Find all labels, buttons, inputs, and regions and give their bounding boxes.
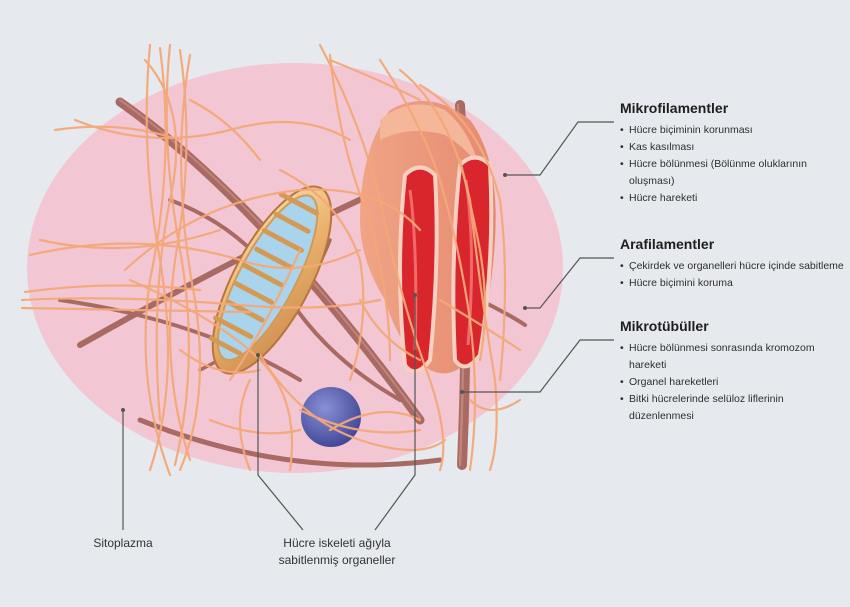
list-item: Organel hareketleri xyxy=(620,374,830,391)
vesicle-organelle xyxy=(301,387,361,447)
label-intermediate-filaments: Arafilamentler Çekirdek ve organelleri h… xyxy=(620,236,848,292)
label-cytoplasm: Sitoplazma xyxy=(93,536,153,550)
list-item: Hücre bölünmesi (Bölünme oluklarının olu… xyxy=(620,156,845,190)
list-item: Hücre biçiminin korunması xyxy=(620,122,845,139)
label-anchored-organelles: Hücre iskeleti ağıyla sabitlenmiş organe… xyxy=(278,536,396,567)
label-microtubules: Mikrotübüller Hücre bölünmesi sonrasında… xyxy=(620,318,830,425)
label-microfilaments: Mikrofilamentler Hücre biçiminin korunma… xyxy=(620,100,845,207)
list-item: Hücre hareketi xyxy=(620,190,845,207)
list-item: Hücre biçimini koruma xyxy=(620,275,848,292)
microtubules-list: Hücre bölünmesi sonrasında kromozom hare… xyxy=(620,340,830,425)
microfilaments xyxy=(20,43,522,477)
intermediate-filaments-list: Çekirdek ve organelleri hücre içinde sab… xyxy=(620,258,848,292)
intermediate-filaments-title: Arafilamentler xyxy=(620,236,715,252)
list-item: Kas kasılması xyxy=(620,139,845,156)
leader-lines xyxy=(122,121,614,531)
microfilaments-title: Mikrofilamentler xyxy=(620,100,729,116)
leader-dots xyxy=(121,173,527,412)
list-item: Hücre bölünmesi sonrasında kromozom hare… xyxy=(620,340,830,374)
microfilaments-list: Hücre biçiminin korunması Kas kasılması … xyxy=(620,122,845,207)
list-item: Çekirdek ve organelleri hücre içinde sab… xyxy=(620,258,848,275)
list-item: Bitki hücrelerinde selüloz liflerinin dü… xyxy=(620,391,830,425)
microtubules-title: Mikrotübüller xyxy=(620,318,709,334)
